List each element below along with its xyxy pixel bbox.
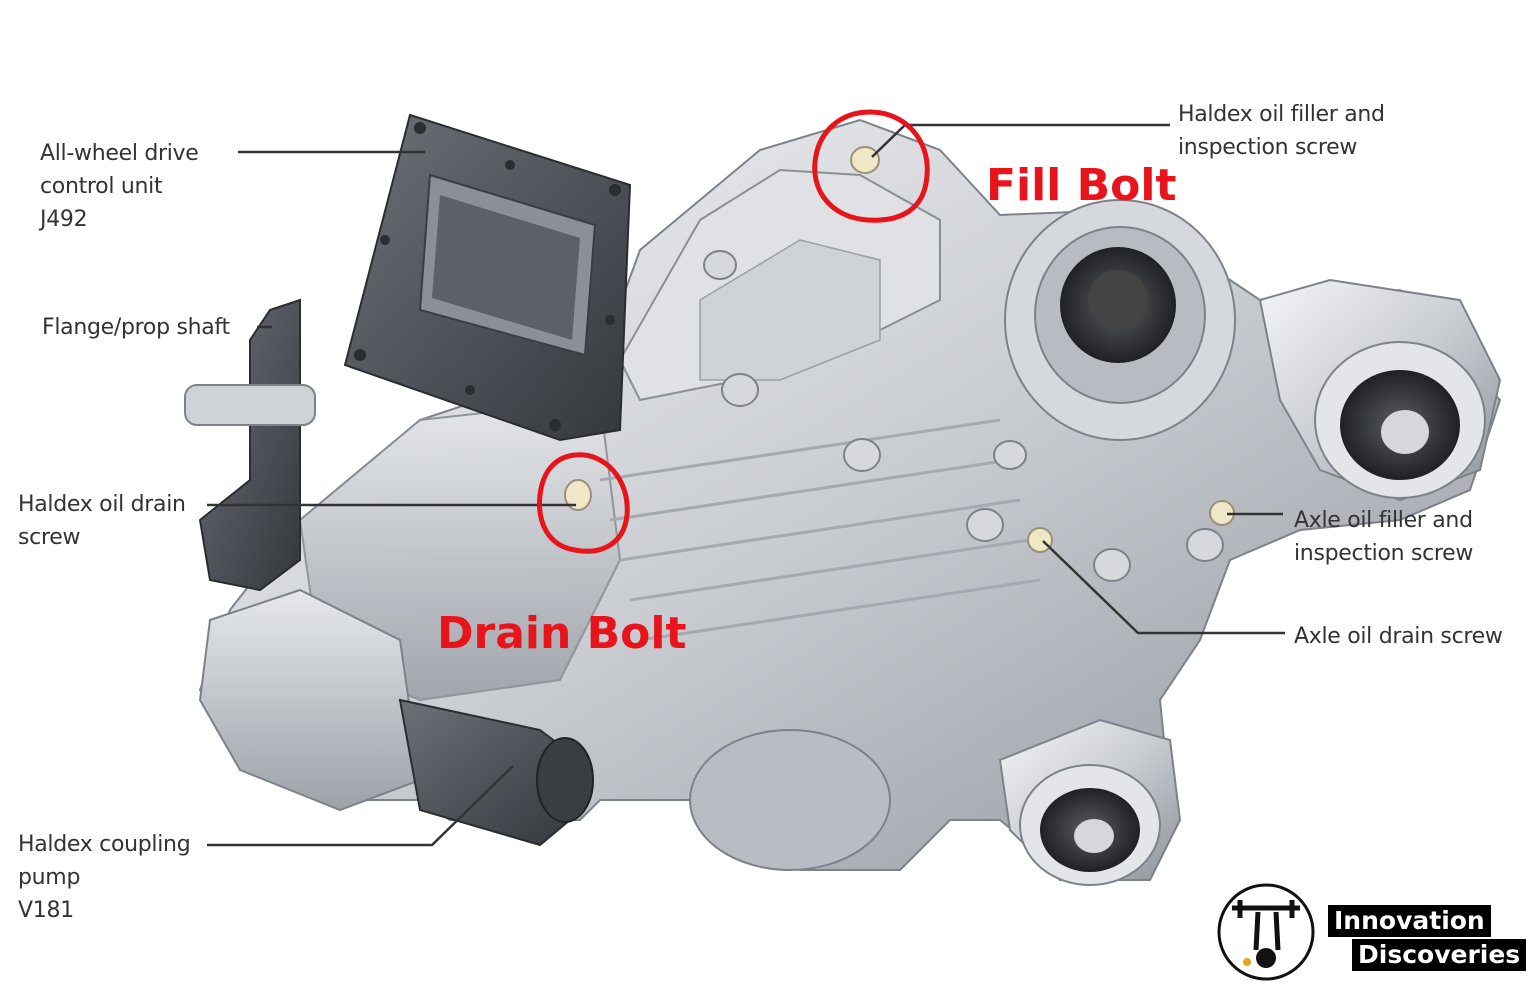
brand-logo-icon [1217, 883, 1315, 981]
axle-drain-line-1: Axle oil drain screw [1294, 624, 1503, 649]
label-axle-oil-drain: Axle oil drain screw [1294, 620, 1503, 653]
drain-bolt-circle [537, 452, 630, 554]
axle-filler-line-1: Axle oil filler and [1294, 508, 1473, 533]
fill-bolt-annotation: Fill Bolt [986, 160, 1177, 211]
pump-line-1: Haldex coupling [18, 832, 191, 857]
fill-bolt-circle [812, 109, 930, 223]
brand-innovation: Innovation [1328, 905, 1491, 937]
flange-line-1: Flange/prop shaft [42, 315, 230, 340]
red-markup [537, 109, 930, 554]
haldex-unit-illustration [184, 113, 1502, 886]
label-awd-control-unit: All-wheel drive control unit J492 [40, 137, 199, 236]
haldex-filler-line-2: inspection screw [1178, 135, 1358, 160]
pump-line-3: V181 [18, 898, 74, 923]
drain-bolt-annotation: Drain Bolt [437, 608, 687, 659]
awd-line-1: All-wheel drive [40, 141, 199, 166]
haldex-drain-line-1: Haldex oil drain [18, 492, 186, 517]
leader-haldex-pump [207, 765, 514, 847]
haldex-filler-line-1: Haldex oil filler and [1178, 102, 1385, 127]
label-haldex-oil-drain: Haldex oil drain screw [18, 488, 186, 554]
leader-lines [207, 123, 1285, 847]
pump-line-2: pump [18, 865, 81, 890]
haldex-drain-line-2: screw [18, 525, 81, 550]
axle-filler-line-2: inspection screw [1294, 541, 1474, 566]
label-haldex-oil-filler: Haldex oil filler and inspection screw [1178, 98, 1385, 164]
leader-axle-drain [1042, 540, 1285, 635]
label-axle-oil-filler: Axle oil filler and inspection screw [1294, 504, 1473, 570]
brand-discoveries: Discoveries [1352, 939, 1527, 971]
awd-line-3: J492 [40, 207, 88, 232]
awd-line-2: control unit [40, 174, 163, 199]
label-flange-prop-shaft: Flange/prop shaft [42, 311, 230, 344]
label-haldex-coupling-pump: Haldex coupling pump V181 [18, 828, 191, 927]
